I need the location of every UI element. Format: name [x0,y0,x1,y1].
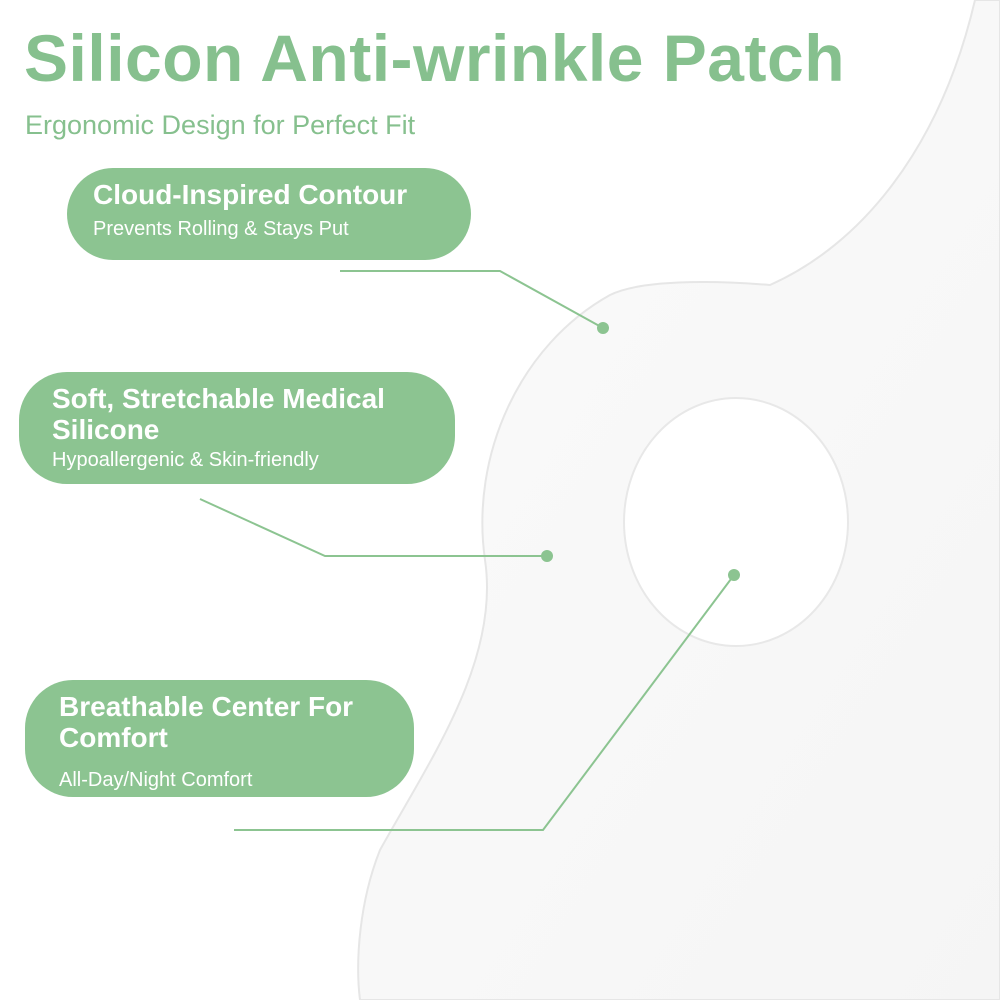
callout-medical-silicone: Soft, Stretchable Medical Silicone Hypoa… [19,372,455,484]
callout-dot-3 [728,569,740,581]
callout-breathable-center: Breathable Center For Comfort All-Day/Ni… [25,680,414,797]
callout-cloud-contour: Cloud-Inspired Contour Prevents Rolling … [67,168,471,260]
page-subtitle: Ergonomic Design for Perfect Fit [25,110,416,140]
callout-description: Hypoallergenic & Skin-friendly [52,449,319,471]
page-title: Silicon Anti-wrinkle Patch [24,21,846,95]
callout-title: Soft, Stretchable Medical Silicone [52,383,385,445]
callout-title: Cloud-Inspired Contour [93,179,408,210]
callout-description: All-Day/Night Comfort [59,769,253,791]
callout-dot-2 [541,550,553,562]
callout-description: Prevents Rolling & Stays Put [93,218,349,240]
callout-dot-1 [597,322,609,334]
callout-leader-line-3 [234,574,735,831]
callout-title: Breathable Center For Comfort [59,691,354,753]
callout-leader-line-1 [340,270,604,329]
callout-leader-line-2 [199,498,547,557]
breathable-center-hole [623,397,849,647]
